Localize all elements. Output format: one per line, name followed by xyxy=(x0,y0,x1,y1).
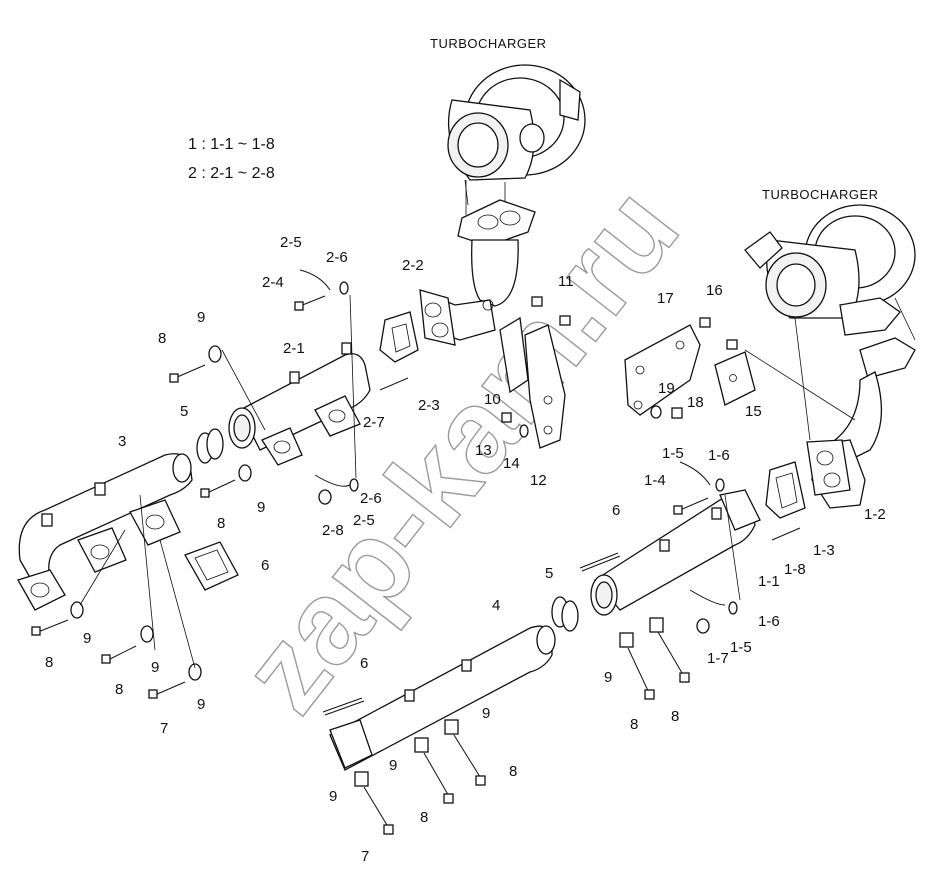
callout-1-6: 1-6 xyxy=(708,447,730,464)
callout-7-bottom: 7 xyxy=(361,848,369,865)
callout-15: 15 xyxy=(745,403,762,420)
callout-5-right: 5 xyxy=(545,565,553,582)
callout-18: 18 xyxy=(687,394,704,411)
leader-lines xyxy=(79,180,916,669)
label-turbocharger-right: TURBOCHARGER xyxy=(762,187,879,202)
callout-8: 8 xyxy=(158,330,166,347)
callout-8-right-2: 8 xyxy=(671,708,679,725)
manifold-4 xyxy=(329,625,556,771)
callout-8-left-2: 8 xyxy=(115,681,123,698)
manifold-3 xyxy=(17,453,193,611)
seal-ring-5-left xyxy=(196,428,224,464)
callout-labels: 2-5 2-6 2-4 2-2 11 17 16 8 9 2-1 2-7 2-3… xyxy=(45,234,886,865)
callout-9-right: 9 xyxy=(604,669,612,686)
callout-1-8: 1-8 xyxy=(784,561,806,578)
callout-17: 17 xyxy=(657,290,674,307)
callout-1-2: 1-2 xyxy=(864,506,886,523)
callout-2-5-lower: 2-5 xyxy=(353,512,375,529)
callout-1-1: 1-1 xyxy=(758,573,780,590)
callout-8-right-1: 8 xyxy=(630,716,638,733)
bracket-15 xyxy=(714,351,756,406)
callout-5: 5 xyxy=(180,403,188,420)
exhaust-pipe-2-2 xyxy=(419,199,536,346)
callout-1-5: 1-5 xyxy=(662,445,684,462)
callout-9-bottom-3: 9 xyxy=(329,788,337,805)
gasket-1-3 xyxy=(765,461,806,519)
callout-13: 13 xyxy=(475,442,492,459)
callout-2-6: 2-6 xyxy=(326,249,348,266)
callout-6-bottom: 6 xyxy=(360,655,368,672)
callout-9-left-3: 9 xyxy=(197,696,205,713)
manifold-1-1 xyxy=(590,489,761,616)
callout-2-7: 2-7 xyxy=(363,414,385,431)
label-turbocharger-top: TURBOCHARGER xyxy=(430,36,547,51)
callout-9-mid: 9 xyxy=(257,499,265,516)
callout-4: 4 xyxy=(492,597,500,614)
callout-19: 19 xyxy=(658,380,675,397)
callout-8-bottom-1: 8 xyxy=(509,763,517,780)
callout-6-right: 6 xyxy=(612,502,620,519)
turbocharger-right xyxy=(744,204,916,336)
gasket-6-strips xyxy=(322,552,621,716)
callout-2-5: 2-5 xyxy=(280,234,302,251)
callout-8-mid: 8 xyxy=(217,515,225,532)
callout-1-6-lower: 1-6 xyxy=(758,613,780,630)
callout-1-5-lower: 1-5 xyxy=(730,639,752,656)
callout-16: 16 xyxy=(706,282,723,299)
callout-2-4: 2-4 xyxy=(262,274,284,291)
callout-11: 11 xyxy=(558,273,574,290)
exhaust-pipe-1-2 xyxy=(806,337,916,509)
callout-2-1: 2-1 xyxy=(283,340,305,357)
callout-1-7: 1-7 xyxy=(707,650,729,667)
bracket-12 xyxy=(524,324,566,449)
bracket-17 xyxy=(624,324,701,416)
callout-7-left: 7 xyxy=(160,720,168,737)
seal-ring-5-right xyxy=(551,596,579,632)
gasket-6-left xyxy=(184,541,239,591)
callout-2-8: 2-8 xyxy=(322,522,344,539)
callout-3: 3 xyxy=(118,433,126,450)
turbocharger-top xyxy=(447,64,586,206)
callout-9-left-2: 9 xyxy=(151,659,159,676)
callout-2-2: 2-2 xyxy=(402,257,424,274)
callout-9: 9 xyxy=(197,309,205,326)
callout-8-left-1: 8 xyxy=(45,654,53,671)
callout-6-left: 6 xyxy=(261,557,269,574)
legend-line-1: 1 : 1-1 ~ 1-8 xyxy=(188,136,275,153)
legend-line-2: 2 : 2-1 ~ 2-8 xyxy=(188,165,275,182)
manifold-2-1 xyxy=(228,342,371,466)
callout-9-bottom-1: 9 xyxy=(482,705,490,722)
callout-2-3: 2-3 xyxy=(418,397,440,414)
callout-12: 12 xyxy=(530,472,547,489)
callout-2-6-lower: 2-6 xyxy=(360,490,382,507)
callout-14: 14 xyxy=(503,455,520,472)
callout-8-bottom-2: 8 xyxy=(420,809,428,826)
callout-9-left-1: 9 xyxy=(83,630,91,647)
gasket-2-3 xyxy=(379,311,419,363)
callout-1-3: 1-3 xyxy=(813,542,835,559)
callout-1-4: 1-4 xyxy=(644,472,666,489)
hardware xyxy=(31,269,801,835)
callout-9-bottom-2: 9 xyxy=(389,757,397,774)
callout-10: 10 xyxy=(484,391,501,408)
